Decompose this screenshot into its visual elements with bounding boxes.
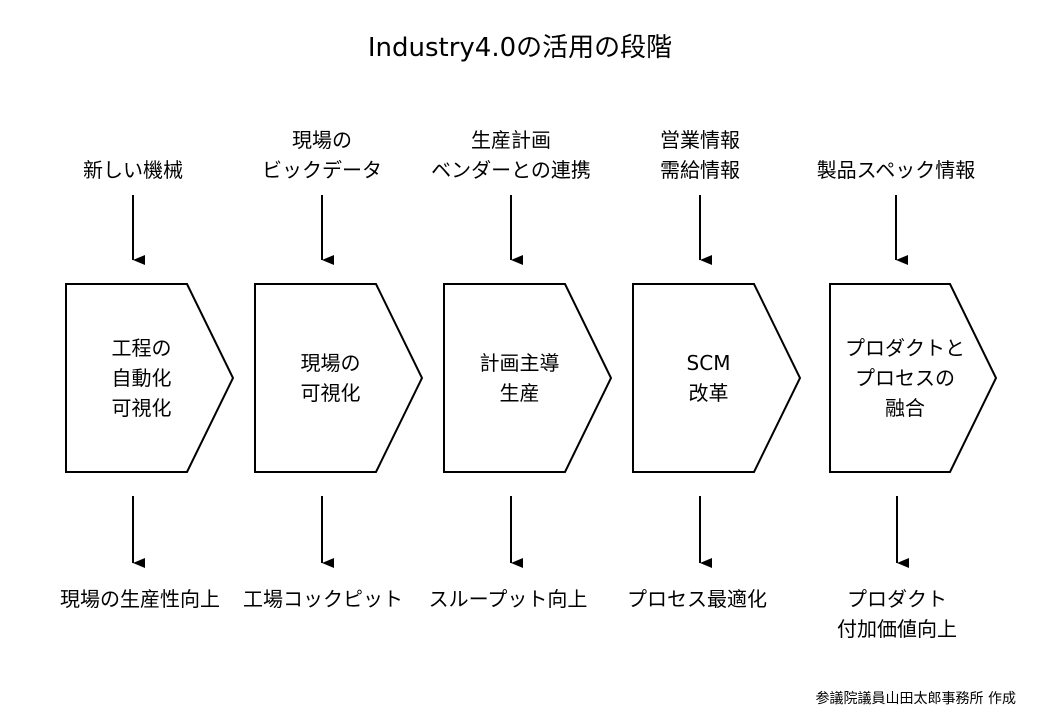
stage-label-5-line: プロダクトと [845, 336, 965, 360]
input-label-3-line: ベンダーとの連携 [431, 158, 591, 182]
input-label-3-line: 生産計画 [471, 128, 551, 152]
output-label-5-line: プロダクト [847, 587, 947, 611]
stage-label-3-line: 計画主導 [479, 351, 560, 375]
stage-label-2: 現場の可視化 [255, 284, 406, 472]
input-label-2-line: ビックデータ [262, 158, 382, 182]
output-label-3-line: スループット向上 [428, 587, 588, 611]
output-label-4-line: プロセス最適化 [627, 587, 767, 611]
input-label-3: 生産計画ベンダーとの連携 [421, 125, 601, 185]
stage-box-3 [443, 283, 613, 473]
stage-box-5 [829, 283, 998, 473]
stage-label-5-line: 融合 [885, 396, 925, 420]
stage-label-4: SCM 改革 [633, 284, 784, 472]
stage-label-4-line: SCM [686, 351, 731, 375]
stage-label-2-line: 可視化 [300, 381, 361, 405]
input-label-2-line: 現場の [292, 128, 352, 152]
stage-label-1: 工程の自動化可視化 [66, 284, 217, 472]
output-label-4: プロセス最適化 [617, 584, 777, 614]
stage-label-1-line: 自動化 [111, 366, 172, 390]
output-label-1-line: 現場の生産性向上 [60, 587, 220, 611]
output-label-1: 現場の生産性向上 [40, 584, 240, 614]
stage-label-3-line: 生産 [499, 381, 540, 405]
input-label-4-line: 需給情報 [660, 158, 740, 182]
output-label-5-line: 付加価値向上 [837, 617, 957, 641]
input-label-1-line: 新しい機械 [83, 158, 183, 182]
stage-label-2-line: 現場の [300, 351, 361, 375]
stage-box-1 [65, 283, 235, 473]
output-label-2: 工場コックピット [243, 584, 403, 614]
input-label-2: 現場のビックデータ [232, 125, 412, 185]
input-label-4-line: 営業情報 [660, 128, 740, 152]
stage-box-2 [254, 283, 424, 473]
stage-box-4 [632, 283, 802, 473]
output-label-5: プロダクト付加価値向上 [817, 584, 977, 644]
stage-label-5: プロダクトとプロセスの融合 [830, 284, 980, 472]
credit-text: 参議院議員山田太郎事務所 作成 [815, 691, 1016, 707]
stage-label-5-line: プロセスの [855, 366, 955, 390]
input-label-4: 営業情報需給情報 [610, 125, 790, 185]
diagram-title: Industry4.0の活用の段階 [367, 33, 673, 63]
input-label-5: 製品スペック情報 [806, 155, 986, 185]
output-label-3: スループット向上 [423, 584, 593, 614]
input-label-1: 新しい機械 [43, 155, 223, 185]
output-label-2-line: 工場コックピット [243, 587, 403, 611]
stage-label-4-line: 改革 [688, 381, 729, 405]
input-label-5-line: 製品スペック情報 [816, 158, 976, 182]
stage-label-3: 計画主導生産 [444, 284, 595, 472]
stage-label-1-line: 可視化 [111, 396, 172, 420]
stage-label-1-line: 工程の [111, 336, 172, 360]
